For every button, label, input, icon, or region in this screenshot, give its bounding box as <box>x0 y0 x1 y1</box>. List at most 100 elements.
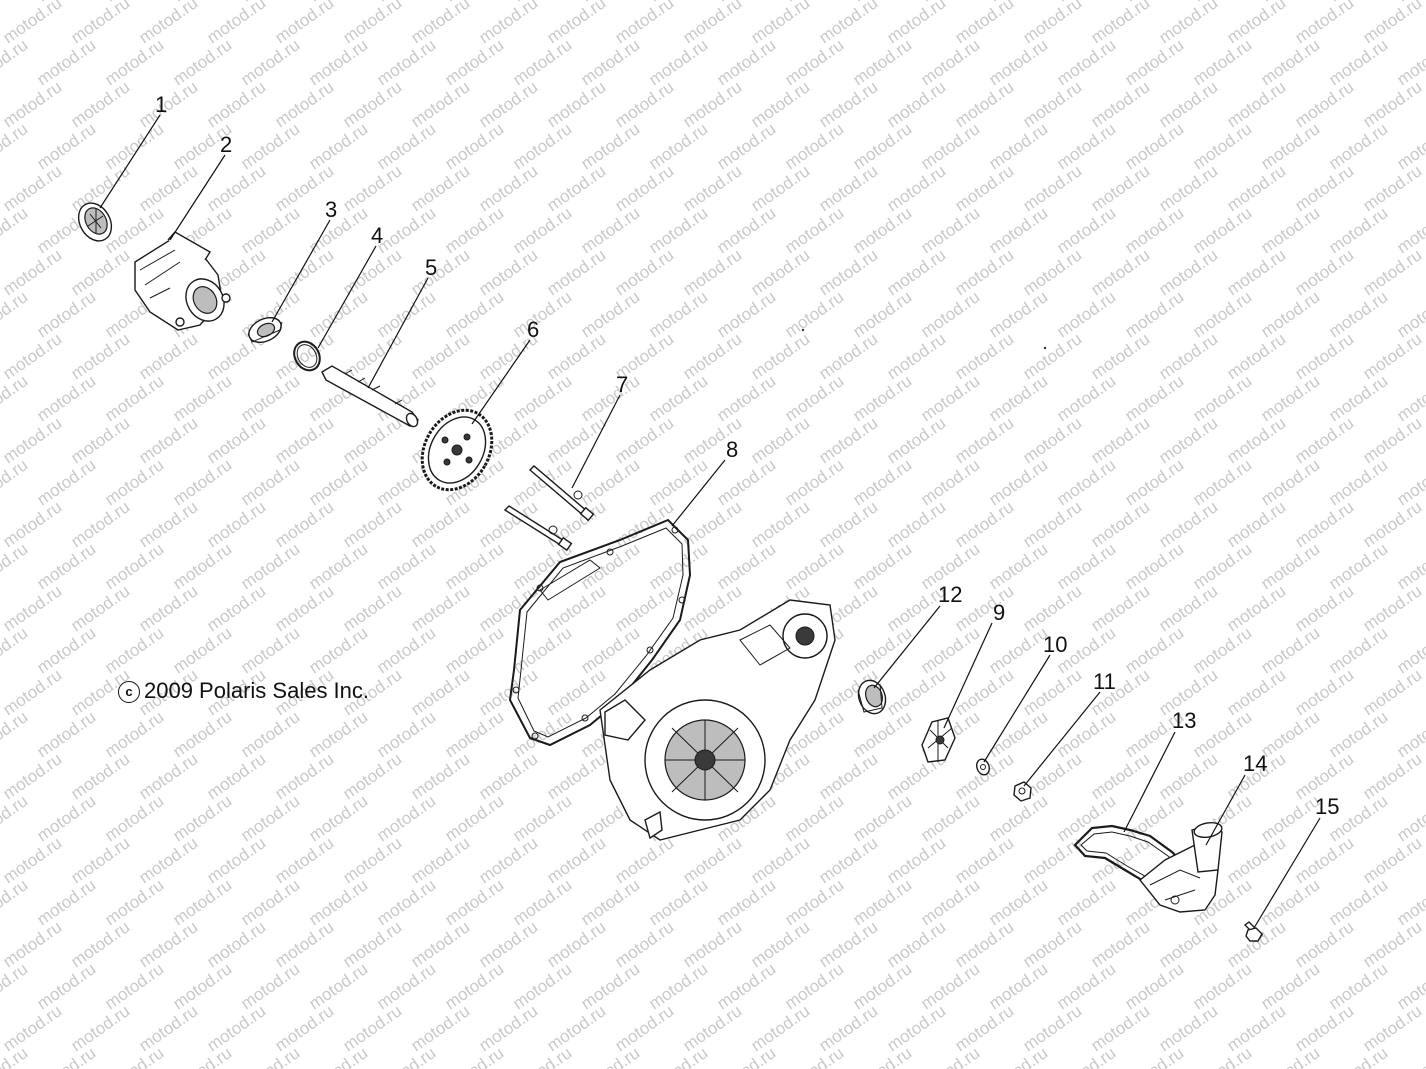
watermark-text: motod.ru <box>849 791 915 845</box>
watermark-text: motod.ru <box>305 959 371 1013</box>
watermark-text: motod.ru <box>1121 287 1187 341</box>
watermark-text: motod.ru <box>169 623 235 677</box>
callout-11: 11 <box>1093 669 1116 694</box>
watermark-text: motod.ru <box>339 581 405 635</box>
watermark-text: motod.ru <box>1155 581 1221 635</box>
watermark-text: motod.ru <box>1121 623 1187 677</box>
watermark-text: motod.ru <box>883 917 949 971</box>
watermark-text: motod.ru <box>815 413 881 467</box>
watermark-text: motod.ru <box>1291 413 1357 467</box>
watermark-text: motod.ru <box>373 707 439 761</box>
watermark-text: motod.ru <box>611 581 677 635</box>
watermark-text: motod.ru <box>577 959 643 1013</box>
watermark-text: motod.ru <box>747 833 813 887</box>
watermark-text: motod.ru <box>407 0 473 47</box>
watermark-text: motod.ru <box>883 245 949 299</box>
watermark-text: motod.ru <box>1121 539 1187 593</box>
watermark-text: motod.ru <box>985 119 1051 173</box>
watermark-text: motod.ru <box>441 539 507 593</box>
watermark-text: motod.ru <box>237 119 303 173</box>
watermark-text: motod.ru <box>713 35 779 89</box>
watermark-text: motod.ru <box>237 707 303 761</box>
watermark-text: motod.ru <box>0 0 65 47</box>
watermark-text: motod.ru <box>781 455 847 509</box>
watermark-text: motod.ru <box>815 77 881 131</box>
watermark-text: motod.ru <box>1189 623 1255 677</box>
watermark-text: motod.ru <box>169 707 235 761</box>
watermark-text: motod.ru <box>951 833 1017 887</box>
watermark-text: motod.ru <box>1223 245 1289 299</box>
watermark-text: motod.ru <box>781 287 847 341</box>
watermark-text: motod.ru <box>271 1001 337 1055</box>
watermark-text: motod.ru <box>407 245 473 299</box>
watermark-text: motod.ru <box>0 287 31 341</box>
watermark-text: motod.ru <box>1291 581 1357 635</box>
watermark-text: motod.ru <box>33 875 99 929</box>
watermark-text: motod.ru <box>577 35 643 89</box>
watermark-text: motod.ru <box>441 791 507 845</box>
watermark-text: motod.ru <box>135 749 201 803</box>
watermark-text: motod.ru <box>1257 203 1323 257</box>
watermark-text: motod.ru <box>1053 455 1119 509</box>
watermark-text: motod.ru <box>0 623 31 677</box>
watermark-text: motod.ru <box>407 161 473 215</box>
part-10-washer <box>976 758 990 776</box>
watermark-text: motod.ru <box>373 119 439 173</box>
watermark-text: motod.ru <box>33 1043 99 1069</box>
watermark-text: motod.ru <box>883 1001 949 1055</box>
callout-10: 10 <box>1043 632 1067 657</box>
watermark-text: motod.ru <box>339 161 405 215</box>
watermark-text: motod.ru <box>883 665 949 719</box>
watermark-text: motod.ru <box>0 539 31 593</box>
watermark-text: motod.ru <box>1019 665 1085 719</box>
watermark-text: motod.ru <box>1257 623 1323 677</box>
watermark-text: motod.ru <box>883 497 949 551</box>
watermark-text: motod.ru <box>1359 749 1425 803</box>
watermark-text: motod.ru <box>917 287 983 341</box>
watermark-text: motod.ru <box>883 413 949 467</box>
watermark-text: motod.ru <box>679 833 745 887</box>
watermark-text: motod.ru <box>985 959 1051 1013</box>
watermark-text: motod.ru <box>1019 77 1085 131</box>
watermark-text: motod.ru <box>1393 1043 1426 1069</box>
watermark-text: motod.ru <box>1053 119 1119 173</box>
stray-dot <box>801 328 805 332</box>
watermark-text: motod.ru <box>33 623 99 677</box>
watermark-text: motod.ru <box>1189 119 1255 173</box>
watermark-text: motod.ru <box>33 371 99 425</box>
watermark-text: motod.ru <box>0 665 65 719</box>
watermark-text: motod.ru <box>1291 665 1357 719</box>
watermark-text: motod.ru <box>135 581 201 635</box>
watermark-text: motod.ru <box>509 791 575 845</box>
watermark-text: motod.ru <box>815 917 881 971</box>
watermark-text: motod.ru <box>1359 77 1425 131</box>
watermark-text: motod.ru <box>475 0 541 47</box>
watermark-text: motod.ru <box>0 497 65 551</box>
watermark-text: motod.ru <box>951 161 1017 215</box>
watermark-text: motod.ru <box>747 917 813 971</box>
watermark-text: motod.ru <box>271 77 337 131</box>
watermark-text: motod.ru <box>1053 539 1119 593</box>
part-2-pump-housing <box>134 231 231 331</box>
watermark-text: motod.ru <box>1189 35 1255 89</box>
watermark-text: motod.ru <box>849 623 915 677</box>
watermark-text: motod.ru <box>1325 287 1391 341</box>
watermark-text: motod.ru <box>0 77 65 131</box>
watermark-text: motod.ru <box>339 1001 405 1055</box>
watermark-text: motod.ru <box>0 35 31 89</box>
watermark-text: motod.ru <box>747 329 813 383</box>
watermark-text: motod.ru <box>135 833 201 887</box>
watermark-text: motod.ru <box>33 287 99 341</box>
watermark-text: motod.ru <box>645 539 711 593</box>
watermark-text: motod.ru <box>441 707 507 761</box>
watermark-text: motod.ru <box>135 497 201 551</box>
watermark-text: motod.ru <box>67 581 133 635</box>
watermark-text: motod.ru <box>67 1001 133 1055</box>
watermark-text: motod.ru <box>815 245 881 299</box>
watermark-text: motod.ru <box>611 833 677 887</box>
watermark-text: motod.ru <box>1223 329 1289 383</box>
watermark-text: motod.ru <box>1121 371 1187 425</box>
watermark-text: motod.ru <box>1325 623 1391 677</box>
watermark-text: motod.ru <box>985 455 1051 509</box>
